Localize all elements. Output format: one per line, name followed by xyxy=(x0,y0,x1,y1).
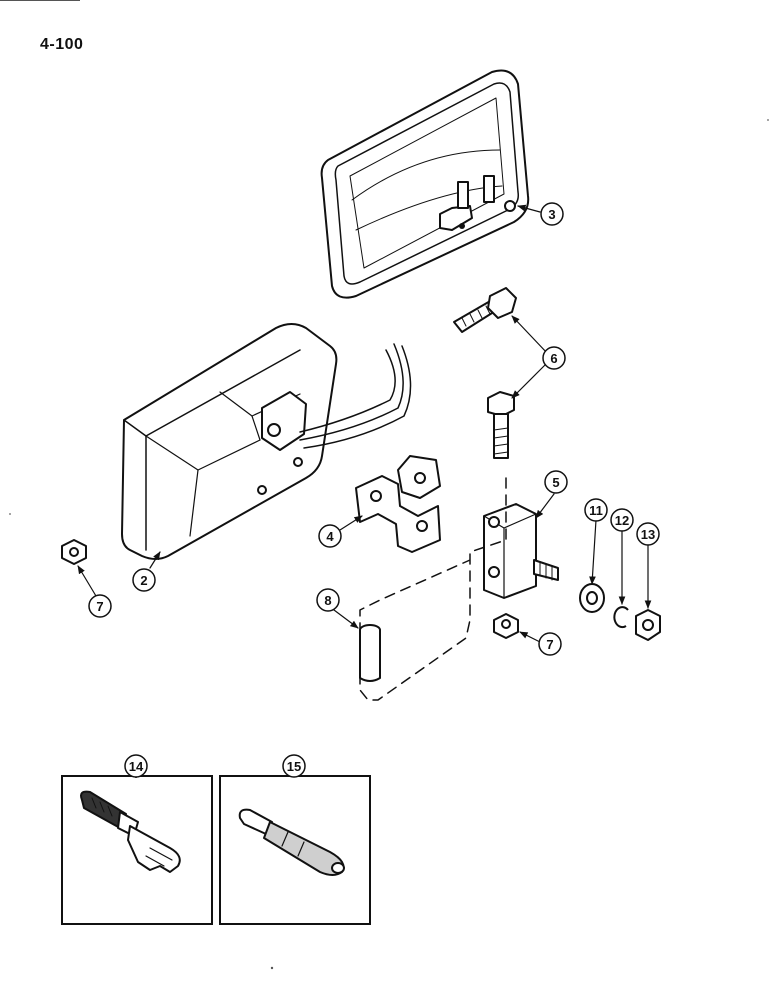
svg-text:3: 3 xyxy=(548,207,555,222)
svg-text:7: 7 xyxy=(546,637,553,652)
assembly-dashed-line xyxy=(359,477,507,701)
callout-13: 13 xyxy=(636,522,660,546)
lamp-lens-part xyxy=(320,69,530,299)
detail-box-15: 15 xyxy=(219,754,371,925)
nut-right-part xyxy=(493,613,519,639)
svg-text:4: 4 xyxy=(326,529,334,544)
svg-text:5: 5 xyxy=(552,475,559,490)
svg-text:15: 15 xyxy=(287,759,301,774)
hex-nut-part xyxy=(635,609,661,641)
lamp-housing-part xyxy=(121,323,412,560)
spacer-part xyxy=(359,624,381,682)
flat-washer-part xyxy=(579,583,605,613)
svg-text:13: 13 xyxy=(641,527,655,542)
stud-bracket-part xyxy=(483,503,559,599)
bolt-lower-part xyxy=(487,391,515,459)
callout-5: 5 xyxy=(544,470,568,494)
speck xyxy=(767,119,769,121)
leader-lines xyxy=(77,204,652,643)
page-number: 4-100 xyxy=(40,36,84,53)
speck xyxy=(270,966,274,970)
spade-terminal-part xyxy=(80,790,181,873)
callout-4: 4 xyxy=(318,524,342,548)
svg-text:6: 6 xyxy=(550,351,557,366)
svg-text:11: 11 xyxy=(589,503,603,518)
speck xyxy=(9,513,11,515)
svg-text:7: 7 xyxy=(96,599,103,614)
svg-text:2: 2 xyxy=(140,573,147,588)
svg-text:12: 12 xyxy=(615,513,629,528)
bracket-part xyxy=(355,455,441,553)
lock-washer-part xyxy=(613,606,629,629)
top-rule xyxy=(0,0,80,1)
detail-box-14: 14 xyxy=(61,754,213,925)
callout-2: 2 xyxy=(132,568,156,592)
callout-12: 12 xyxy=(610,508,634,532)
callout-6: 6 xyxy=(542,346,566,370)
bolt-upper-part xyxy=(453,287,517,333)
nut-left-part xyxy=(61,539,87,565)
callout-11: 11 xyxy=(584,498,608,522)
callout-7-right: 7 xyxy=(538,632,562,656)
svg-text:8: 8 xyxy=(324,593,331,608)
bullet-connector-part xyxy=(238,808,345,876)
callout-8: 8 xyxy=(316,588,340,612)
callout-7-left: 7 xyxy=(88,594,112,618)
callout-3: 3 xyxy=(540,202,564,226)
svg-text:14: 14 xyxy=(129,759,144,774)
